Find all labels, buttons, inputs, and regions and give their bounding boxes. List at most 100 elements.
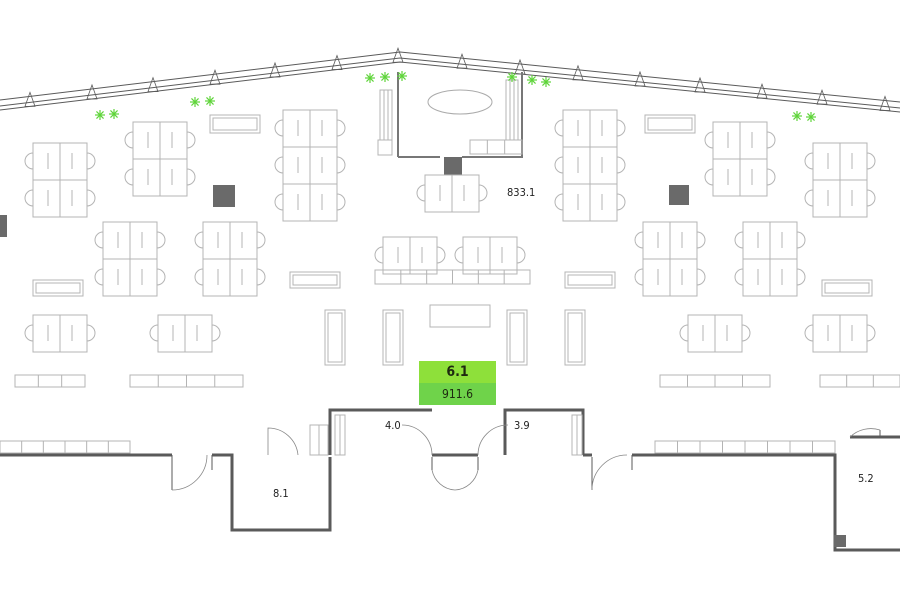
desk <box>32 179 61 218</box>
storage-unit <box>505 79 519 141</box>
desk <box>489 236 518 275</box>
desk <box>642 258 671 297</box>
desk <box>451 174 480 213</box>
chair <box>804 324 876 342</box>
plant-icon <box>541 77 551 87</box>
plant-leaf <box>807 113 815 121</box>
column-icon <box>514 58 526 75</box>
desk <box>589 109 618 148</box>
storage-frame <box>14 374 86 388</box>
desk <box>839 314 868 353</box>
plant-leaf <box>528 76 536 84</box>
column-icon <box>24 91 36 107</box>
desk <box>184 314 213 353</box>
storage-unit <box>659 374 771 388</box>
chair <box>634 231 706 249</box>
sofa <box>382 309 404 366</box>
sofa-seat <box>212 117 258 131</box>
sofa <box>821 279 873 297</box>
selected-unit-badge[interactable]: 6.1 911.6 <box>419 361 496 405</box>
sofa <box>564 271 616 289</box>
desk <box>769 221 798 260</box>
room-3-9-label: 3.9 <box>514 419 530 432</box>
plant-leaf <box>191 98 199 106</box>
desk <box>742 221 771 260</box>
chair <box>554 156 626 174</box>
storage-frame <box>377 139 393 156</box>
storage-unit <box>377 139 393 156</box>
plant-leaf <box>96 111 104 119</box>
chair <box>94 231 166 249</box>
chair <box>554 193 626 211</box>
desk <box>159 158 188 197</box>
chair <box>804 189 876 207</box>
desk <box>589 183 618 222</box>
desk <box>769 258 798 297</box>
desk <box>562 146 591 185</box>
storage-unit <box>379 89 393 141</box>
plant-leaf <box>366 74 374 82</box>
chair <box>274 156 346 174</box>
desk-cluster <box>24 142 96 218</box>
walls <box>0 47 900 552</box>
sofa-seat <box>567 312 583 363</box>
storage-unit <box>334 414 346 456</box>
chair <box>194 268 266 286</box>
sofa-seat <box>385 312 401 363</box>
desk <box>102 221 131 260</box>
storage-frame <box>819 374 900 388</box>
desk <box>202 221 231 260</box>
sofa-seat <box>824 282 870 294</box>
plant-leaf <box>381 73 389 81</box>
storage-unit <box>14 374 86 388</box>
column-icon <box>147 76 159 93</box>
sofa <box>564 309 586 366</box>
desk <box>409 236 438 275</box>
chair <box>274 119 346 137</box>
pillars <box>0 157 846 547</box>
sofa-frame <box>644 114 696 134</box>
storage-unit <box>654 440 836 454</box>
storage-frame <box>429 304 491 328</box>
desk <box>742 258 771 297</box>
room-5-2-label: 5.2 <box>858 472 874 485</box>
desk <box>32 314 61 353</box>
sofa <box>506 309 528 366</box>
desk-cluster <box>374 236 446 275</box>
plant-leaf <box>110 110 118 118</box>
desk <box>562 183 591 222</box>
desk <box>589 146 618 185</box>
storage-unit <box>429 304 491 328</box>
column-icon <box>269 61 281 78</box>
column-icon <box>816 89 828 105</box>
chair <box>374 246 446 264</box>
desk <box>839 179 868 218</box>
chair <box>454 246 526 264</box>
storage-unit <box>819 374 900 388</box>
plant-icon <box>507 72 517 82</box>
sofa-frame <box>382 309 404 366</box>
chair <box>274 193 346 211</box>
desk <box>202 258 231 297</box>
plant-icon <box>365 73 375 83</box>
plant-icon <box>806 112 816 122</box>
sofa-seat <box>567 274 613 286</box>
column-icon <box>331 54 343 70</box>
sofa-frame <box>564 271 616 289</box>
plant-leaf <box>542 78 550 86</box>
chair <box>416 184 488 202</box>
chair <box>124 168 196 186</box>
desk <box>132 121 161 160</box>
room-8-1-label: 8.1 <box>273 487 289 500</box>
desk-cluster <box>94 221 166 297</box>
storage-frame <box>379 89 393 141</box>
desk <box>309 109 338 148</box>
desk-cluster <box>24 314 96 353</box>
desk <box>309 183 338 222</box>
plant-icon <box>109 109 119 119</box>
plant-icon <box>380 72 390 82</box>
storage-frame <box>505 79 519 141</box>
sofa-seat <box>292 274 338 286</box>
column-icon <box>209 69 221 85</box>
